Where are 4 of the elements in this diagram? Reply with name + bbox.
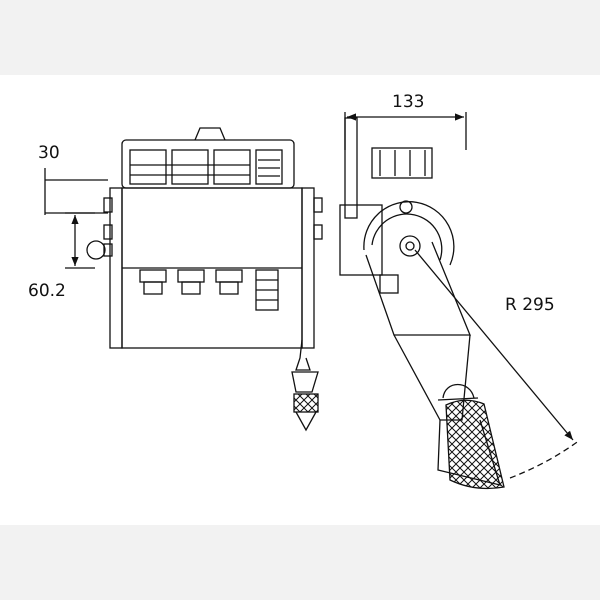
dimension-label: 133: [392, 94, 424, 111]
dimension-label: 30: [38, 145, 60, 162]
dimension-label: R 295: [505, 297, 555, 314]
dimension-label: 60.2: [28, 283, 66, 300]
